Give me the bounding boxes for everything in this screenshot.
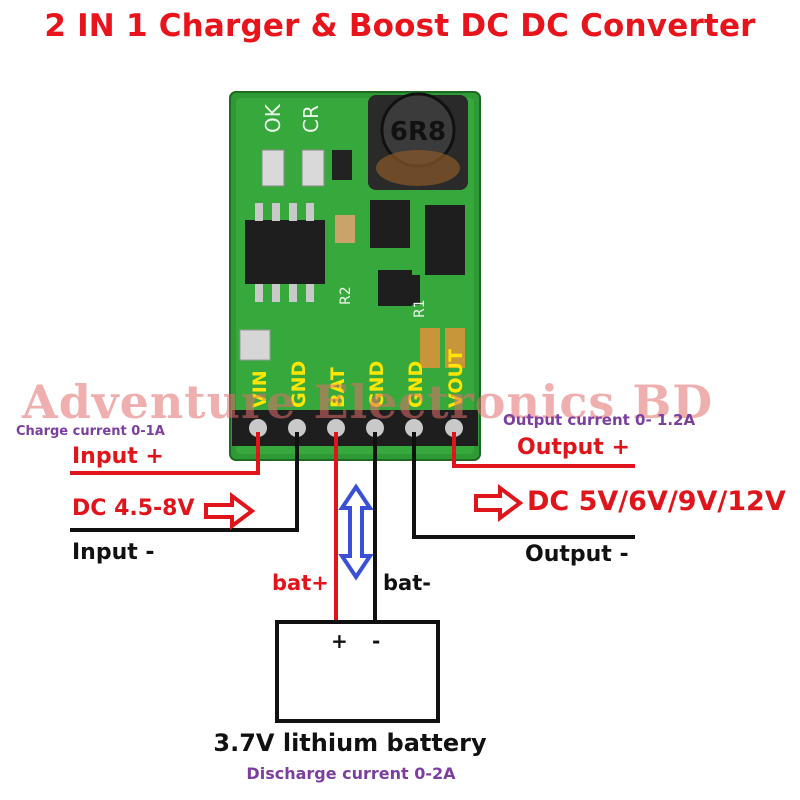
pin-label-vin: VIN (249, 370, 271, 408)
smd-resistor (332, 150, 352, 180)
pin-header (232, 410, 478, 446)
wires (70, 432, 635, 626)
led-ok (261, 149, 285, 187)
output-arrow-icon (474, 484, 524, 522)
pin-label-gnd-3: GND (405, 361, 427, 408)
battery-plus-sign: + (331, 629, 348, 653)
output-current-label: Output current 0- 1.2A (503, 411, 696, 429)
wire-vout (452, 432, 635, 468)
pin-label-gnd-2: GND (366, 361, 388, 408)
input-plus-label: Input + (72, 444, 164, 469)
inductor-marking: 6R8 (390, 117, 446, 147)
silk-cr: CR (299, 105, 323, 133)
cap-tantalum-1 (420, 328, 440, 368)
watermark: Adventure Electronics BD (22, 375, 714, 429)
bidirectional-arrow-icon (338, 483, 374, 581)
silk-ok: OK (261, 103, 285, 133)
diode (425, 205, 465, 275)
pin-label-gnd-1: GND (288, 361, 310, 408)
inductor (368, 92, 468, 190)
charge-current-label: Charge current 0-1A (16, 424, 165, 439)
bat-plus-label: bat+ (272, 571, 329, 595)
wire-gnd-in (70, 432, 299, 532)
battery-box (275, 620, 440, 723)
battery-label: 3.7V lithium battery (213, 729, 487, 757)
diagram-title: 2 IN 1 Charger & Boost DC DC Converter (44, 8, 756, 44)
wire-gnd-out (412, 432, 635, 539)
output-plus-label: Output + (517, 435, 630, 460)
silk-r1: R1 (412, 299, 428, 318)
capacitor (335, 215, 355, 243)
input-minus-label: Input - (72, 540, 155, 565)
led-cr (301, 149, 325, 187)
battery-minus-sign: - (372, 629, 381, 653)
cap-tantalum-2 (445, 328, 465, 368)
input-arrow-icon (204, 492, 256, 530)
resistor-1013 (396, 275, 420, 305)
dc-input-label: DC 4.5-8V (72, 496, 195, 521)
pin-label-bat: BAT (327, 367, 349, 408)
pin-label-vout: VOUT (445, 349, 467, 408)
cap-left (239, 329, 271, 361)
wire-vin (70, 432, 260, 475)
dc-output-label: DC 5V/6V/9V/12V (527, 486, 786, 517)
transistor (370, 200, 410, 248)
silk-r2: R2 (338, 286, 354, 305)
discharge-current-label: Discharge current 0-2A (246, 764, 456, 783)
output-minus-label: Output - (525, 542, 629, 567)
bat-minus-label: bat- (383, 571, 431, 595)
ic-chip (245, 203, 325, 302)
pcb-board: 6R8 OK CR R2 R1 (229, 91, 481, 461)
